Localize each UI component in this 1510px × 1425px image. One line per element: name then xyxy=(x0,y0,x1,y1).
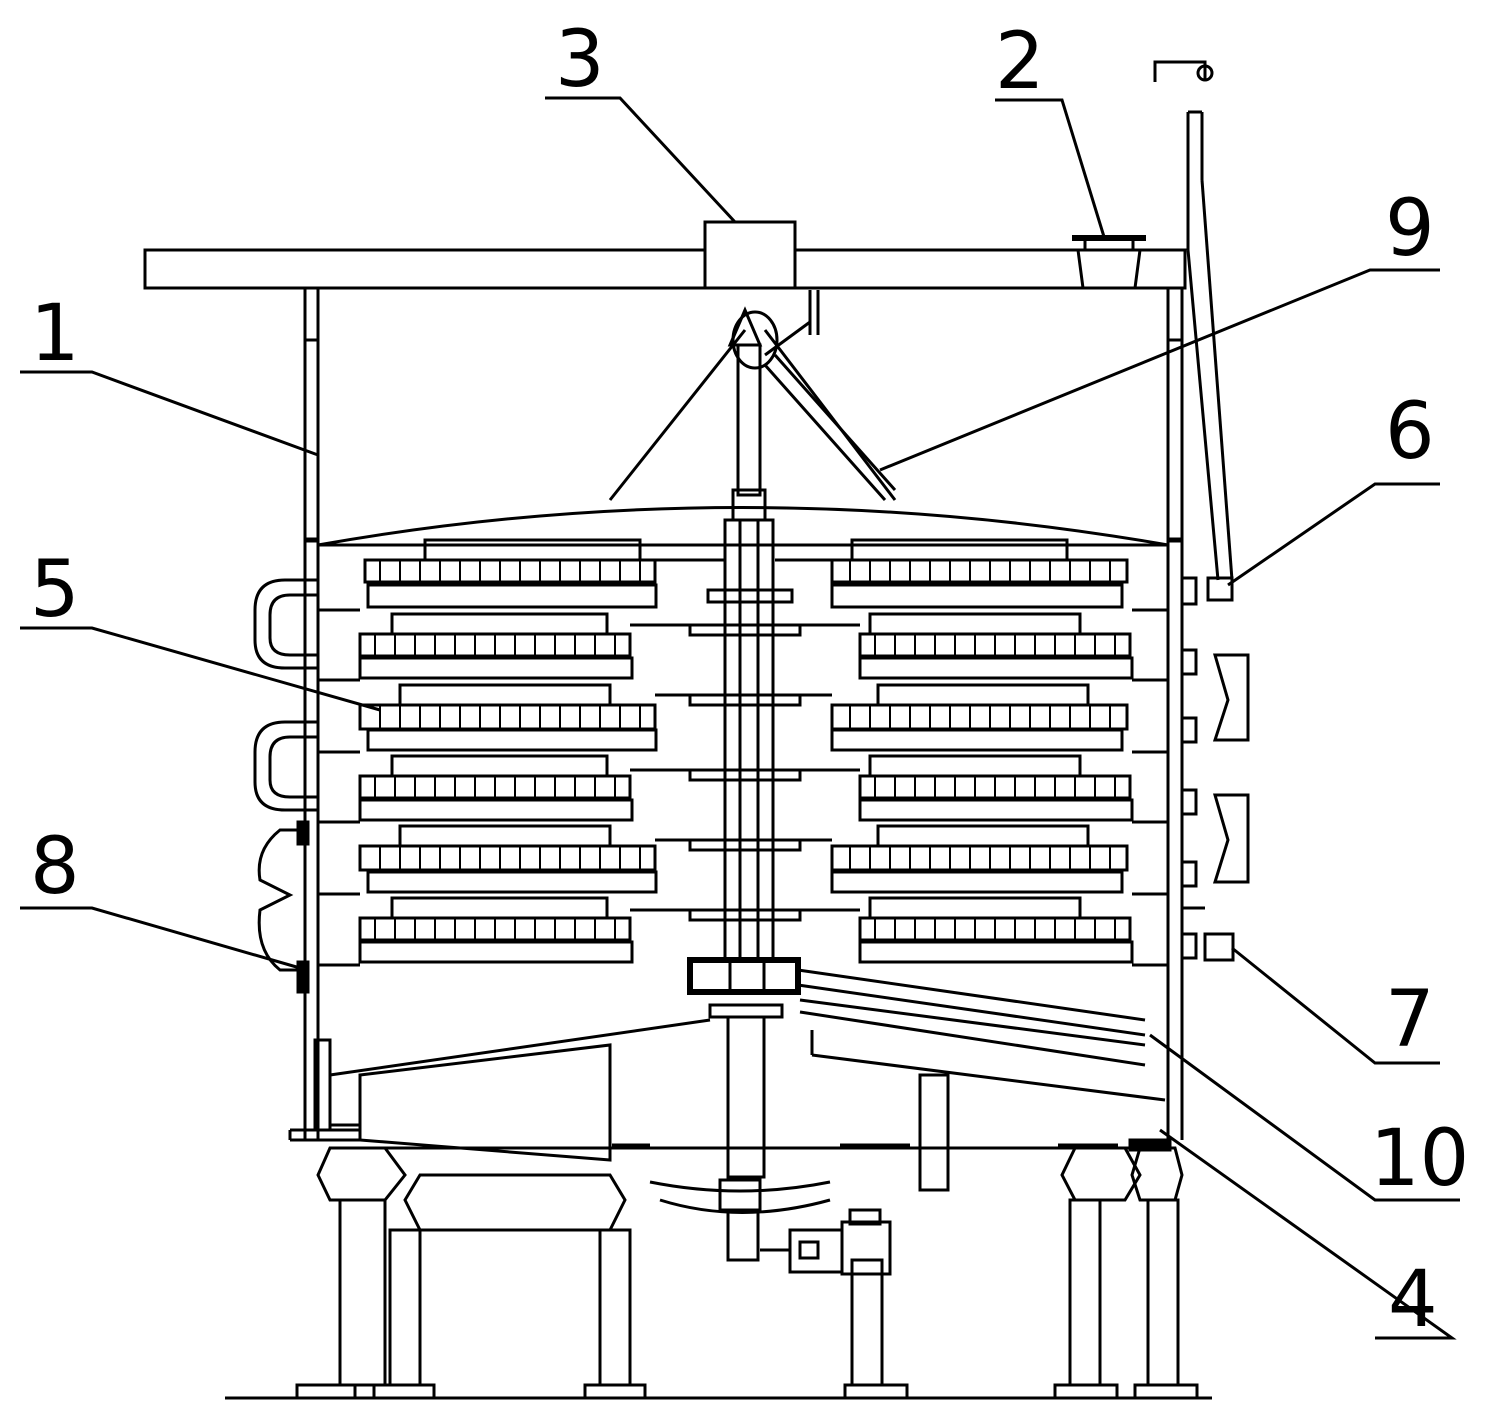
callout-9: 9 xyxy=(1385,184,1435,274)
callout-7: 7 xyxy=(1385,975,1435,1065)
callout-10: 10 xyxy=(1370,1114,1469,1204)
inclined-pipe xyxy=(765,290,895,500)
leader-7 xyxy=(1232,948,1440,1063)
vent-pipe xyxy=(1155,62,1232,580)
drive-shaft xyxy=(690,310,798,1260)
leader-1 xyxy=(20,372,318,455)
callout-3: 3 xyxy=(555,15,605,105)
callout-6: 6 xyxy=(1385,387,1435,477)
leader-10 xyxy=(1150,1035,1460,1200)
rake-arms xyxy=(630,560,860,920)
callout-8: 8 xyxy=(30,822,80,912)
tray-slats xyxy=(375,560,1115,940)
callout-5: 5 xyxy=(30,545,80,635)
leader-6 xyxy=(1228,484,1440,585)
leader-3 xyxy=(545,98,735,222)
callouts: 1 2 3 4 5 6 7 8 9 10 xyxy=(30,15,1469,1345)
top-beam xyxy=(145,222,1185,288)
discharge-chutes xyxy=(315,970,1165,1140)
shell-bands xyxy=(318,610,1168,965)
outer-shell xyxy=(305,288,1182,1140)
leader-8 xyxy=(20,908,300,968)
left-heating-pipes xyxy=(255,580,318,992)
bottom-hopper xyxy=(290,1045,948,1213)
feed-inlet xyxy=(1072,238,1146,288)
callout-4: 4 xyxy=(1388,1255,1438,1345)
leader-9 xyxy=(880,270,1440,470)
leader-5 xyxy=(20,628,380,710)
right-fittings xyxy=(1182,578,1248,960)
drive-motor xyxy=(760,1210,890,1274)
leader-2 xyxy=(995,100,1105,240)
feet xyxy=(225,1385,1212,1398)
leader-lines xyxy=(20,98,1460,1338)
callout-1: 1 xyxy=(30,289,80,379)
callout-2: 2 xyxy=(995,17,1045,107)
trays-right xyxy=(832,540,1132,962)
leader-4 xyxy=(1160,1130,1452,1338)
trays-left xyxy=(360,540,656,962)
